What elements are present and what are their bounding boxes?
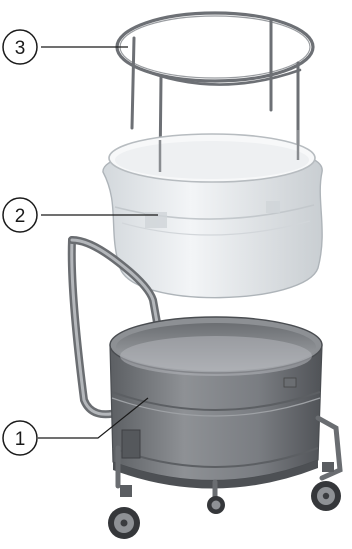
caster-wheel bbox=[108, 485, 140, 539]
caster-wheel-rear bbox=[207, 496, 225, 514]
wire-frame-leg bbox=[132, 38, 134, 128]
wire-frame-top-ring-inner bbox=[120, 16, 310, 78]
callout-number: 3 bbox=[15, 38, 26, 59]
callout-number: 2 bbox=[15, 206, 26, 227]
callout-number: 1 bbox=[15, 429, 26, 450]
callout-3: 3 bbox=[3, 30, 128, 64]
